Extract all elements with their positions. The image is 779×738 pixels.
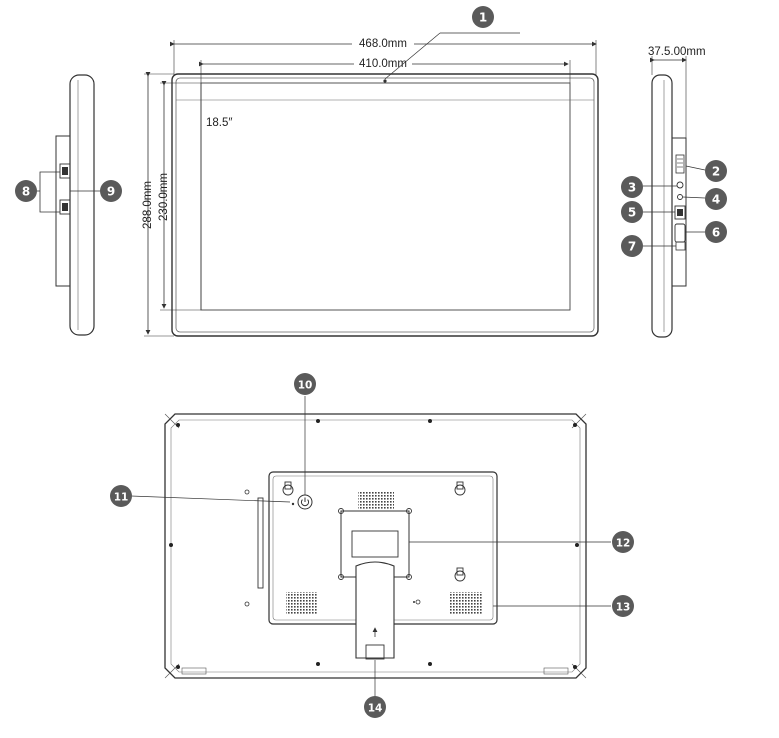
- callout-9: 9: [100, 180, 122, 202]
- vesa-label-plate: [351, 530, 399, 558]
- rear-vent-right: [450, 592, 482, 614]
- callout-11: 11: [110, 485, 132, 507]
- leader-line-2: [685, 165, 706, 171]
- right-side-body: [651, 74, 673, 338]
- svg-text:10: 10: [298, 380, 313, 392]
- left-port-lower-fill: [62, 203, 68, 211]
- svg-text:14: 14: [368, 703, 383, 715]
- right-audio-jack: [676, 181, 684, 189]
- dim-label-bg: [352, 35, 414, 49]
- rear-stand: [355, 561, 395, 659]
- dim-label-bg: [354, 55, 412, 69]
- screen-height-label: 230.0mm: [158, 173, 170, 221]
- svg-text:1: 1: [479, 11, 487, 25]
- callout-14: 14: [364, 696, 386, 718]
- rear-indicator-led: [291, 502, 295, 506]
- callout-12: 12: [612, 531, 634, 553]
- screen-width-label: 410.0mm: [359, 58, 407, 70]
- leader-bracket-8: [39, 171, 60, 213]
- svg-text:12: 12: [616, 538, 631, 550]
- right-power-port: [675, 241, 686, 251]
- left-side-view: [36, 74, 100, 336]
- keyhole-icon: [454, 481, 466, 496]
- callout-2: 2: [705, 160, 727, 182]
- rear-vent-top: [358, 492, 394, 510]
- svg-text:7: 7: [628, 240, 636, 254]
- callout-4: 4: [705, 188, 727, 210]
- rear-hole: [244, 489, 250, 495]
- right-side-view: 37.5.00mm: [643, 46, 706, 338]
- outer-height-label: 288.0mm: [142, 181, 154, 229]
- front-inner-bezel: [175, 77, 595, 333]
- rear-vent-left: [286, 592, 318, 614]
- svg-text:13: 13: [616, 602, 631, 614]
- right-hdmi-port: [674, 223, 686, 243]
- left-port-upper-fill: [62, 167, 68, 175]
- rear-foot: [543, 667, 569, 675]
- rear-view: [130, 396, 611, 697]
- right-port-slot: [675, 154, 685, 174]
- depth-label: 37.5.00mm: [648, 46, 706, 58]
- callout-7: 7: [621, 235, 643, 257]
- leader-line-1: [384, 32, 441, 80]
- callout-1: 1: [472, 6, 494, 28]
- rear-outer-frame: [164, 413, 587, 679]
- svg-text:3: 3: [628, 181, 636, 195]
- rear-small-dot: [413, 601, 415, 603]
- callout-6: 6: [705, 221, 727, 243]
- power-icon: [300, 497, 310, 507]
- front-camera: [383, 79, 387, 83]
- outer-width-label: 468.0mm: [359, 38, 407, 50]
- keyhole-icon: [454, 567, 466, 582]
- rear-screws: [169, 419, 579, 669]
- front-outer-bezel: [171, 73, 599, 337]
- left-port-upper: [59, 163, 71, 179]
- svg-text:8: 8: [22, 185, 30, 199]
- left-port-lower: [59, 199, 71, 215]
- right-small-jack: [677, 194, 683, 200]
- right-usb-port-fill: [677, 209, 683, 216]
- svg-text:2: 2: [712, 165, 720, 179]
- callout-10: 10: [294, 373, 316, 395]
- left-side-body: [69, 74, 95, 336]
- diagonal-label: 18.5″: [206, 117, 232, 129]
- front-view: 468.0mm 410.0mm 288.0mm 230.0mm 18.5″: [142, 32, 599, 337]
- callout-5: 5: [621, 201, 643, 223]
- callout-13: 13: [612, 595, 634, 617]
- svg-text:6: 6: [712, 226, 720, 240]
- rear-hole: [244, 601, 250, 607]
- right-usb-port: [674, 205, 686, 220]
- svg-text:9: 9: [107, 185, 115, 199]
- callout-8: 8: [15, 180, 37, 202]
- callout-3: 3: [621, 176, 643, 198]
- keyhole-icon: [282, 481, 294, 496]
- rear-inner-frame: [170, 419, 581, 673]
- rear-side-slot: [257, 497, 264, 589]
- rear-small-hole: [415, 599, 421, 605]
- front-screen-area: [200, 82, 571, 311]
- rear-foot: [181, 667, 207, 675]
- vesa-holes: [338, 508, 412, 580]
- leader-line-11: [130, 495, 291, 503]
- svg-text:5: 5: [628, 206, 636, 220]
- leader-line-4: [682, 196, 706, 199]
- rear-stand-cutout: [365, 644, 385, 660]
- svg-text:4: 4: [712, 193, 720, 207]
- svg-text:11: 11: [114, 492, 129, 504]
